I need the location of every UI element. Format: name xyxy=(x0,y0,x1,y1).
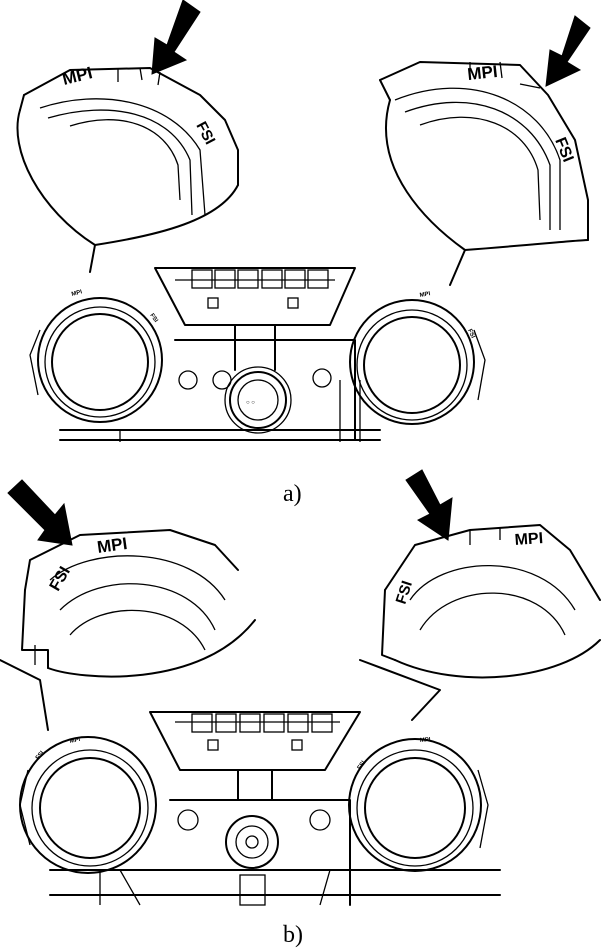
panel-a-right-fsi-label: FSI xyxy=(551,135,576,164)
panel-b-left-mpi-label: MPI xyxy=(96,534,129,557)
panel-a-caption: a) xyxy=(283,481,302,507)
svg-text:FSI: FSI xyxy=(35,750,46,761)
panel-a-left-mpi-label: MPI xyxy=(60,63,94,89)
panel-b-right-mpi-label: MPI xyxy=(514,530,544,549)
svg-text:FSI: FSI xyxy=(466,328,476,339)
svg-text:FSI: FSI xyxy=(148,313,158,324)
panel-b-assembly: FSI MPI FSI MPI xyxy=(19,711,501,906)
panel-b-caption: b) xyxy=(283,922,303,948)
panel-a-left-callout: MPI FSI xyxy=(16,0,239,273)
panel-a-right-mpi-label: MPI xyxy=(466,62,498,84)
pointer-arrow-icon xyxy=(405,469,453,541)
pointer-arrow-icon xyxy=(151,0,201,75)
pointer-arrow-icon xyxy=(7,479,73,546)
svg-text:MPI: MPI xyxy=(419,291,431,299)
panel-b-left-fsi-label: FSI xyxy=(47,564,74,594)
panel-b-right-fsi-label: FSI xyxy=(393,579,416,606)
panel-a-right-callout: MPI FSI xyxy=(379,15,591,286)
svg-text:MPI: MPI xyxy=(420,737,431,744)
panel-b-right-callout: FSI MPI xyxy=(359,469,601,721)
svg-text:MPI: MPI xyxy=(71,289,83,298)
panel-a-left-fsi-label: FSI xyxy=(192,119,218,148)
pointer-arrow-icon xyxy=(545,15,591,87)
panel-b: FSI MPI FSI MPI xyxy=(0,469,601,906)
svg-text:FSI: FSI xyxy=(357,760,367,771)
panel-a: MPI FSI MPI FSI xyxy=(16,0,591,442)
panel-a-assembly: ○ ○ MPI FSI MPI FSI xyxy=(29,267,486,442)
panel-b-left-callout: FSI MPI xyxy=(0,479,256,731)
svg-text:MPI: MPI xyxy=(69,737,81,745)
svg-text:○ ○: ○ ○ xyxy=(246,400,255,406)
